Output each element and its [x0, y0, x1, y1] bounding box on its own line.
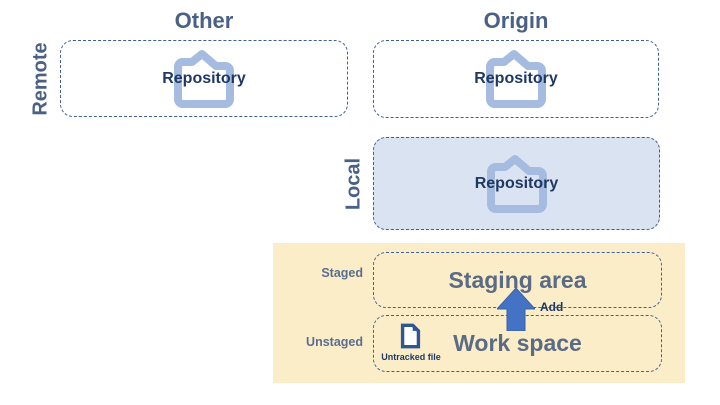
staged-side-label: Staged — [321, 266, 363, 280]
workspace-box: Work space — [373, 315, 662, 372]
repository-label: Repository — [474, 70, 558, 87]
workspace-label: Work space — [453, 330, 582, 356]
add-action-label: Add — [540, 300, 564, 314]
folder-icon — [486, 50, 546, 108]
origin-repository-box: Repository — [373, 40, 659, 118]
repository-label: Repository — [162, 69, 246, 87]
column-title-origin: Origin — [483, 8, 549, 33]
staging-panel — [273, 243, 685, 383]
other-repository-box: Repository — [60, 40, 348, 117]
row-label-local: Local — [342, 157, 365, 211]
repository-label: Repository — [474, 174, 559, 192]
row-label-remote: Remote — [29, 42, 52, 116]
untracked-file-label: Untracked file — [381, 352, 441, 362]
folder-wrap: Repository — [475, 154, 558, 214]
column-title-other: Other — [174, 8, 234, 33]
folder-wrap: Repository — [162, 49, 246, 109]
folder-icon — [486, 154, 547, 213]
staging-area-label: Staging area — [448, 266, 587, 293]
local-repository-box: Repository — [373, 137, 660, 230]
folder-icon — [174, 49, 234, 108]
untracked-file-icon — [400, 323, 421, 349]
add-arrow-up-icon — [497, 288, 535, 331]
staging-area-box: Staging area — [373, 252, 662, 308]
folder-wrap: Repository — [474, 49, 558, 109]
unstaged-side-label: Unstaged — [306, 335, 363, 349]
